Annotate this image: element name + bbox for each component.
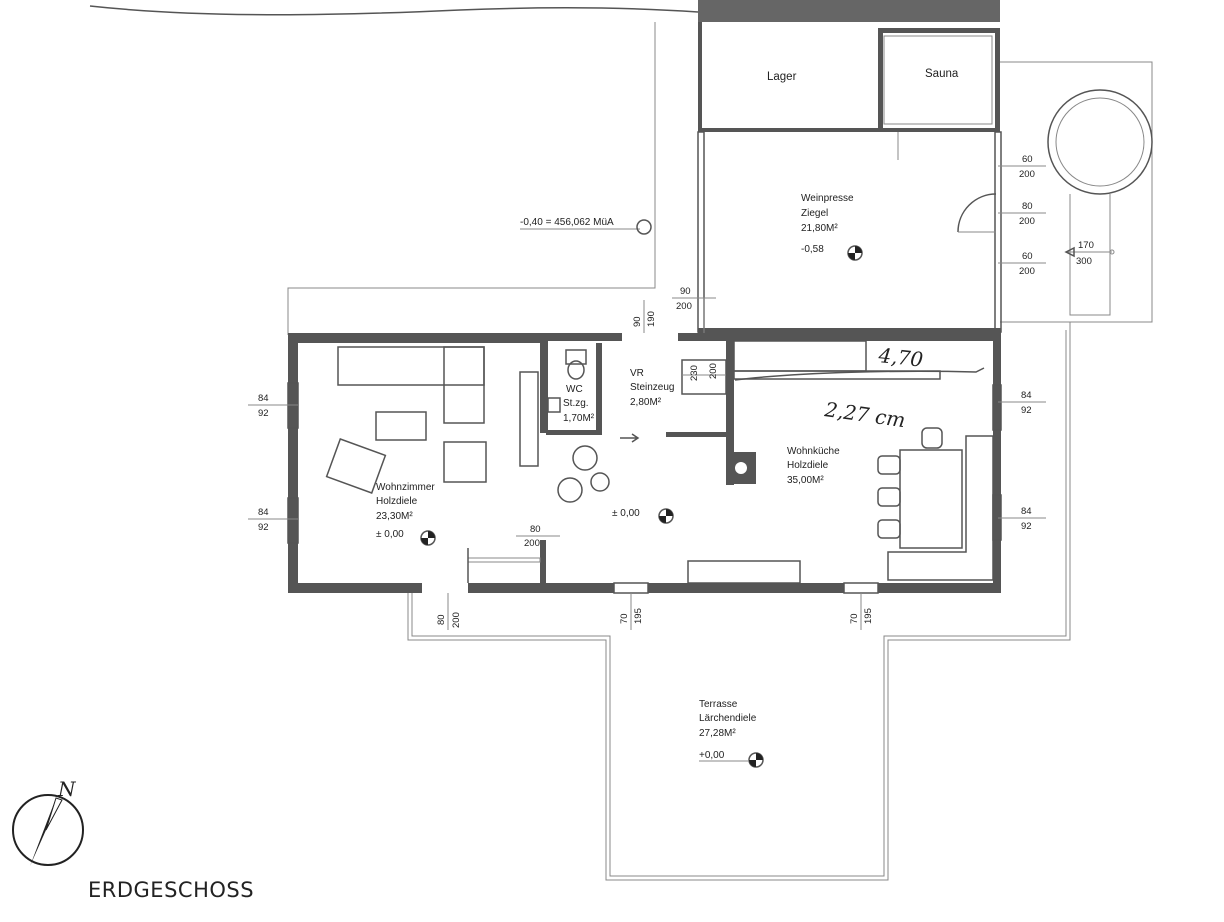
dim-inner-door: 80 200 [516,524,560,549]
room-wc-name: WC [566,384,583,395]
svg-text:N: N [57,777,77,801]
svg-text:90: 90 [680,286,691,297]
svg-text:92: 92 [1021,521,1032,532]
dim-stair-1: 230 [689,365,700,381]
dim-south-1: 70 195 [619,593,644,630]
level-marker-terrasse [748,752,764,768]
svg-text:60: 60 [1022,251,1033,262]
room-weinpresse-name: Weinpresse [801,193,854,204]
wc-fixtures [547,349,587,413]
dim-vr-window: 90 190 [632,300,657,333]
room-wc-area: 1,70M² [563,413,595,424]
plan-title: ERDGESCHOSS [88,878,255,902]
site-outline [287,22,656,335]
dim-right-upper: 84 92 [998,390,1046,416]
hot-tub [1047,89,1153,316]
dim-side-door: 170 300 [1064,240,1115,267]
entry-arrow [620,433,640,443]
room-wohnkueche-name: Wohnküche [787,446,840,457]
dim-wein-2: 80 200 [998,201,1046,227]
svg-text:80: 80 [530,524,541,535]
level-marker-ref [520,219,652,235]
handwritten-length: 4,70 [876,343,924,372]
svg-text:84: 84 [258,393,269,404]
room-weinpresse-floor: Ziegel [801,208,828,219]
living-furniture [325,346,539,494]
room-weinpresse-area: 21,80M² [801,223,838,234]
room-wc-floor: St.zg. [563,398,589,409]
dim-wein-1: 60 200 [998,154,1046,180]
svg-text:200: 200 [451,612,462,628]
svg-text:195: 195 [863,608,874,624]
storage-sauna-block [698,22,1000,132]
svg-text:80: 80 [1022,201,1033,212]
room-wohnkueche-floor: Holzdiele [787,460,829,471]
dim-stair-2: 200 [708,363,719,379]
terrace-outline-inner [411,330,1067,877]
svg-text:92: 92 [258,408,269,419]
room-vr-name: VR [630,368,644,379]
svg-text:60: 60 [1022,154,1033,165]
handwritten-width: 2,27 cm [822,397,907,432]
room-lager-name: Lager [767,71,797,83]
wine-press-room [697,131,1002,334]
room-wohnzimmer-name: Wohnzimmer [376,482,435,493]
svg-text:300: 300 [1076,256,1092,267]
hall-level: ± 0,00 [612,508,640,519]
svg-text:90: 90 [632,316,643,327]
terrace-outline [407,322,1071,881]
terrain-line [89,5,699,16]
svg-text:92: 92 [258,522,269,533]
svg-text:200: 200 [524,538,540,549]
level-marker-wein [847,245,863,261]
dining-set [877,427,994,581]
kitchen-counter [681,340,941,395]
svg-text:200: 200 [676,301,692,312]
svg-text:70: 70 [849,613,860,624]
dim-wein-3: 60 200 [998,251,1046,277]
room-terrasse-name: Terrasse [699,699,738,710]
svg-text:84: 84 [258,507,269,518]
level-marker-hall [658,508,674,524]
room-wohnzimmer-level: ± 0,00 [376,529,404,540]
svg-text:190: 190 [646,311,657,327]
svg-text:84: 84 [1021,390,1032,401]
north-arrow: N [12,777,84,866]
svg-text:200: 200 [1019,169,1035,180]
dim-south-2: 70 195 [849,593,874,630]
dim-left-upper: 84 92 [248,393,298,419]
room-sauna-name: Sauna [925,68,959,80]
dim-left-lower: 84 92 [248,507,298,533]
svg-text:80: 80 [436,614,447,625]
level-marker-wohn [420,530,436,546]
hall-chairs [557,445,610,503]
room-wohnkueche-area: 35,00M² [787,475,824,486]
level-reference: -0,40 = 456,062 MüA [520,217,614,228]
svg-text:170: 170 [1078,240,1094,251]
svg-text:195: 195 [633,608,644,624]
house-walls [288,333,1001,593]
room-weinpresse-level: -0,58 [801,244,824,255]
room-terrasse-level: +0,00 [699,750,725,761]
svg-text:92: 92 [1021,405,1032,416]
sideboard [687,560,801,584]
dim-right-lower: 84 92 [998,506,1046,532]
handwritten-arrow [734,367,985,381]
svg-text:200: 200 [1019,216,1035,227]
svg-text:84: 84 [1021,506,1032,517]
room-vr-area: 2,80M² [630,397,662,408]
dim-bottom-door: 80 200 [436,593,462,630]
room-terrasse-floor: Lärchendiele [699,713,757,724]
boundary-wall-top [698,0,1000,22]
room-vr-floor: Steinzeug [630,382,674,393]
dim-vr-door: 90 200 [672,286,716,333]
room-terrasse-area: 27,28M² [699,728,736,739]
room-wohnzimmer-floor: Holzdiele [376,496,418,507]
svg-text:200: 200 [1019,266,1035,277]
svg-text:70: 70 [619,613,630,624]
room-wohnzimmer-area: 23,30M² [376,511,413,522]
side-path-outline [1000,61,1153,323]
stove [726,452,756,484]
